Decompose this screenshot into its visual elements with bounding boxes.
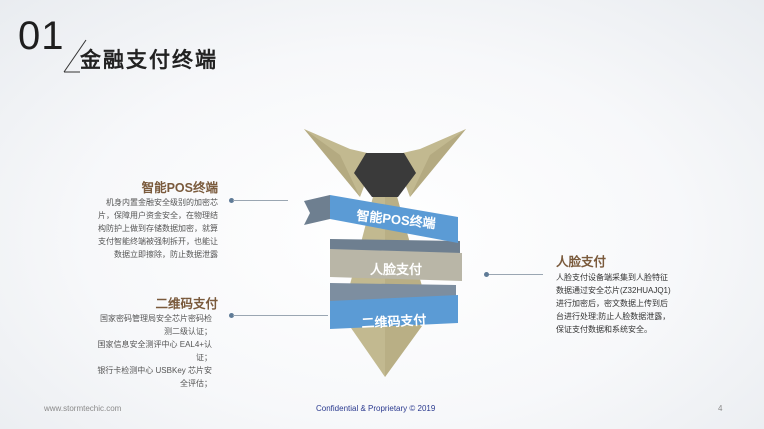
qr-section-desc: 国家密码管理局安全芯片密码检 测二级认证； 国家信息安全测评中心 EAL4+认 … — [72, 312, 212, 390]
pos-desc-line: 数据立即擦除，防止数据泄露 — [114, 250, 218, 259]
qr-desc-line: 国家密码管理局安全芯片密码检 — [100, 314, 212, 323]
face-connector-dot — [484, 272, 489, 277]
qr-desc-line: 国家信息安全测评中心 EAL4+认 — [97, 340, 212, 349]
face-section-desc: 人脸支付设备端采集到人脸特征 数据通过安全芯片(Z32HUAJQ1) 进行加密后… — [556, 271, 706, 336]
title-slash-divider — [63, 39, 87, 73]
qr-connector-dot — [229, 313, 234, 318]
pos-section-title: 智能POS终端 — [141, 181, 218, 195]
ribbon-front-3 — [330, 295, 458, 329]
pos-section-desc: 机身内置金融安全级别的加密芯 片，保障用户资金安全，在物理结 构防护上做到存储数… — [78, 196, 218, 261]
pos-desc-line: 支付智能终端被强制拆开，也能让 — [98, 237, 218, 246]
qr-desc-line: 全评估； — [180, 379, 212, 388]
tie-knot — [354, 153, 416, 197]
qr-desc-line: 证； — [196, 353, 212, 362]
pos-desc-line: 构防护上做到存储数据加密，就算 — [98, 224, 218, 233]
footer-confidential: Confidential & Proprietary © 2019 — [316, 404, 436, 413]
ribbon-front-2 — [330, 249, 462, 281]
tie-illustration — [304, 129, 466, 377]
face-section-title: 人脸支付 — [556, 255, 607, 269]
qr-desc-line: 银行卡检测中心 USBKey 芯片安 — [97, 366, 212, 375]
face-desc-line: 人脸支付设备端采集到人脸特征 — [556, 273, 668, 282]
tie-collar-shadow-left — [304, 129, 360, 197]
ribbon-front-1 — [330, 195, 458, 243]
pos-connector-dot — [229, 198, 234, 203]
qr-desc-line: 测二级认证； — [164, 327, 212, 336]
face-desc-line: 台进行处理;防止人脸数据泄露， — [556, 312, 671, 321]
qr-connector-line — [233, 315, 328, 316]
slide-title: 金融支付终端 — [80, 49, 218, 72]
pos-desc-line: 片，保障用户资金安全，在物理结 — [98, 211, 218, 220]
ribbon-label-face: 人脸支付 — [369, 262, 422, 277]
face-desc-line: 数据通过安全芯片(Z32HUAJQ1) — [556, 286, 671, 295]
tie-collar-shadow-right — [410, 129, 466, 197]
face-connector-line — [488, 274, 543, 275]
qr-section-title: 二维码支付 — [155, 297, 218, 311]
face-desc-line: 保证支付数据和系统安全。 — [556, 325, 652, 334]
slide-number: 01 — [18, 14, 65, 58]
pos-desc-line: 机身内置金融安全级别的加密芯 — [106, 198, 218, 207]
footer-website: www.stormtechic.com — [44, 404, 122, 413]
ribbon-back-1 — [304, 195, 330, 225]
pos-connector-line — [233, 200, 288, 201]
face-desc-line: 进行加密后，密文数据上传到后 — [556, 299, 668, 308]
page-number: 4 — [718, 404, 723, 413]
